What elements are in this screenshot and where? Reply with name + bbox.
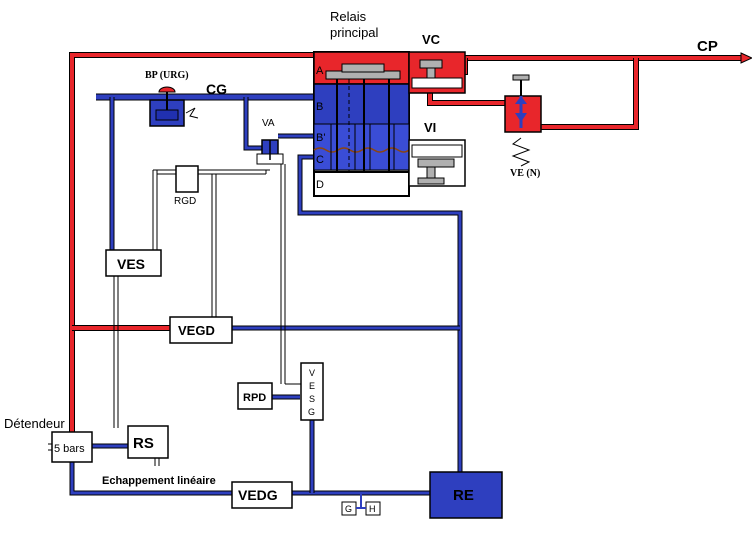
vedg-box: VEDG bbox=[231, 481, 293, 509]
vc-valve: VC bbox=[408, 32, 466, 94]
bp-urg-button bbox=[158, 86, 176, 93]
vegd-box: VEGD bbox=[169, 316, 233, 344]
rs-box: RS bbox=[127, 425, 169, 466]
chamber-b-label: B bbox=[316, 101, 323, 113]
g-label: G bbox=[345, 504, 352, 514]
rpd-box: RPD bbox=[237, 382, 273, 410]
vedg-label: VEDG bbox=[238, 487, 278, 503]
relais-title-line1: Relais bbox=[330, 9, 367, 24]
va-label: VA bbox=[262, 118, 275, 129]
bp-urg-valve: BP (URG) bbox=[145, 70, 199, 127]
ve-n-label: VE (N) bbox=[510, 168, 540, 179]
vesg-letter-e: E bbox=[309, 381, 315, 391]
ve-spring bbox=[511, 137, 531, 167]
ve-n-valve: VE (N) bbox=[504, 74, 542, 179]
echappement-label: Echappement linéaire bbox=[102, 475, 216, 487]
va-valve: VA bbox=[256, 118, 284, 165]
re-box: RE bbox=[429, 471, 503, 519]
rgd-label: RGD bbox=[174, 196, 196, 207]
re-label: RE bbox=[453, 487, 474, 504]
vc-label: VC bbox=[422, 32, 441, 47]
cg-label: CG bbox=[206, 81, 227, 97]
ves-label: VES bbox=[117, 256, 145, 272]
vegd-label: VEGD bbox=[178, 323, 215, 338]
relais-title-line2: principal bbox=[330, 25, 379, 40]
vi-label: VI bbox=[424, 120, 436, 135]
rpd-label: RPD bbox=[243, 392, 266, 404]
vesg-letter-v: V bbox=[309, 368, 315, 378]
vesg-letter-s: S bbox=[309, 394, 315, 404]
detendeur-label: Détendeur bbox=[4, 416, 65, 431]
chamber-c-label: C bbox=[316, 154, 324, 166]
chamber-bprime-area bbox=[313, 123, 410, 171]
bp-urg-label: BP (URG) bbox=[145, 70, 189, 81]
cp-label: CP bbox=[697, 38, 718, 55]
rs-label: RS bbox=[133, 435, 154, 452]
h-label: H bbox=[369, 504, 376, 514]
h-box: H bbox=[356, 493, 381, 516]
ves-box: VES bbox=[105, 249, 162, 277]
rgd-unit: RGD bbox=[174, 165, 199, 207]
relais-principal: A B B' C D bbox=[313, 51, 410, 197]
g-box: G bbox=[341, 501, 357, 516]
vesg-box: V E S G bbox=[300, 362, 324, 421]
cp-arrow bbox=[740, 52, 752, 64]
vesg-letter-g: G bbox=[308, 407, 315, 417]
chamber-d-label: D bbox=[316, 179, 324, 191]
bars-label: 5 bars bbox=[54, 443, 85, 455]
detendeur-box: 5 bars bbox=[48, 431, 93, 463]
vi-valve: VI bbox=[408, 120, 466, 187]
chamber-a-label: A bbox=[316, 65, 324, 77]
exhaust-lines bbox=[113, 164, 301, 428]
chamber-b-prime-label: B' bbox=[316, 132, 325, 144]
